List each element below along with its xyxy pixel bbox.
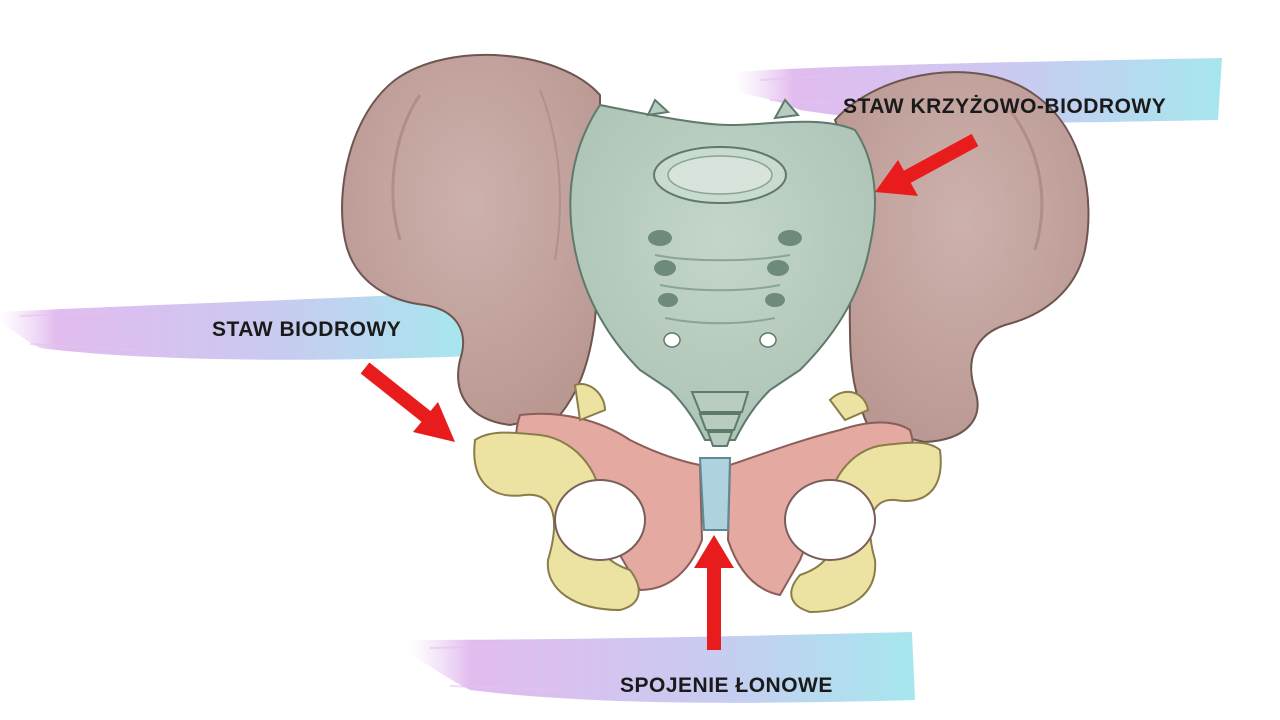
label-hip-joint: STAW BIODROWY (212, 318, 402, 341)
sacral-foramen (765, 293, 785, 307)
sacral-foramen (663, 332, 681, 348)
sacral-foramen (778, 230, 802, 246)
left-obturator-foramen (554, 479, 646, 561)
sacral-foramen (658, 293, 678, 307)
coccyx (690, 391, 750, 447)
sacrum (569, 98, 876, 441)
sacral-foramen (654, 260, 676, 276)
pubic-symphysis (698, 457, 732, 531)
arrow-sacroiliac (875, 133, 979, 196)
label-pubic-symphysis: SPOJENIE ŁONOWE (620, 674, 833, 697)
label-sacroiliac-joint: STAW KRZYŻOWO-BIODROWY (843, 95, 1167, 118)
brush-stroke-hip (0, 292, 470, 360)
arrow-hip (360, 362, 455, 442)
arrow-pubic (694, 535, 734, 650)
right-ilium (833, 71, 1090, 444)
right-obturator-foramen (784, 479, 876, 561)
sacral-foramen (767, 260, 789, 276)
sacral-foramen (759, 332, 777, 348)
left-ilium (341, 53, 601, 427)
sacral-foramen (648, 230, 672, 246)
brush-stroke-pubic (410, 632, 915, 703)
